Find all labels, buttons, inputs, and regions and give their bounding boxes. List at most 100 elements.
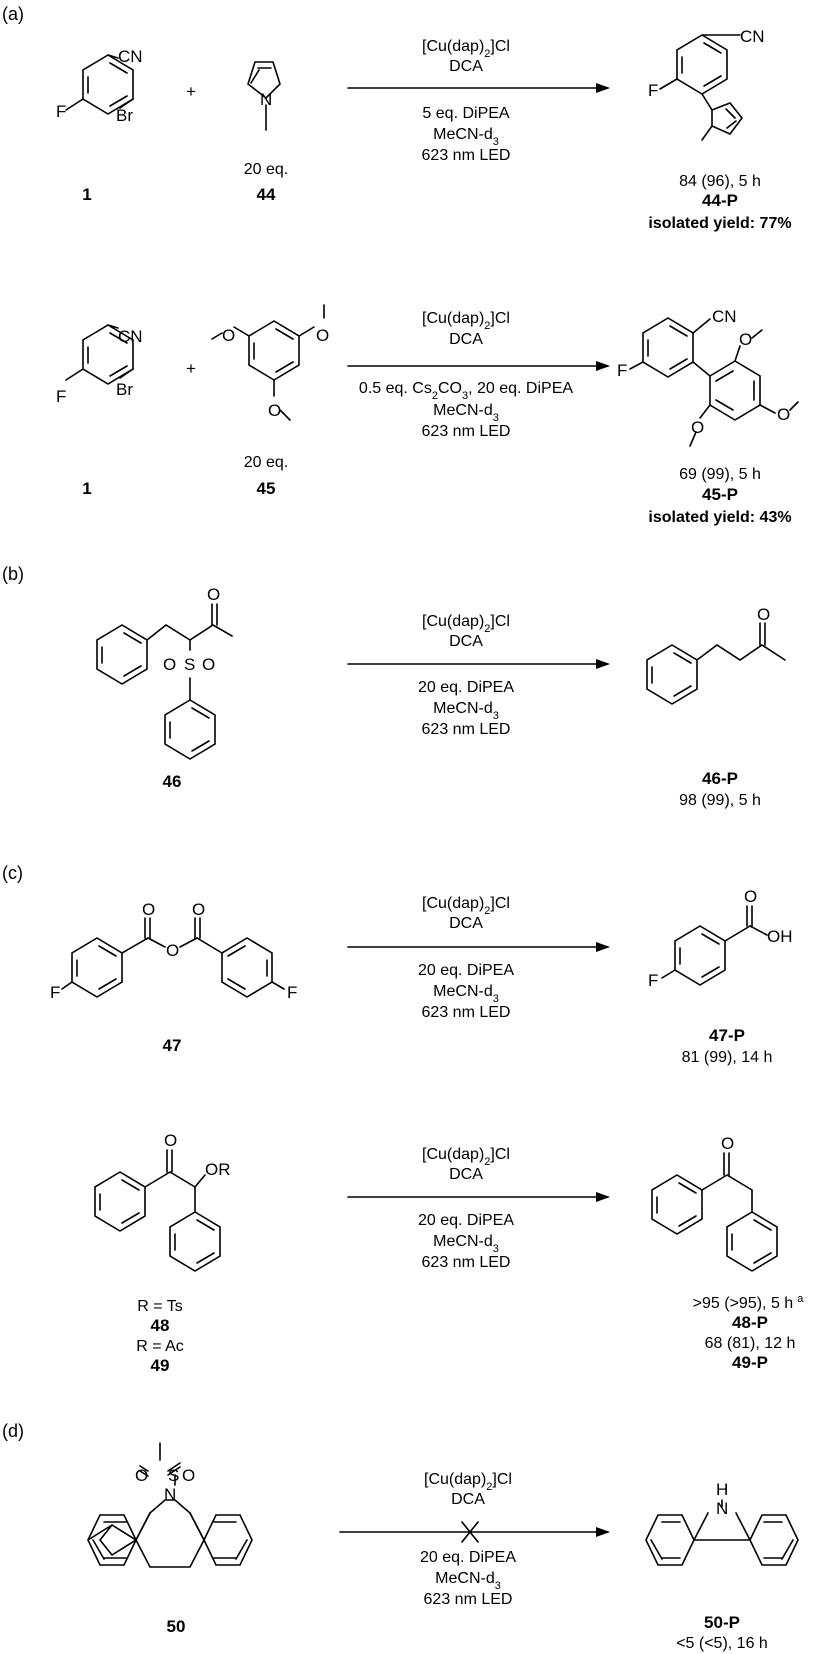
yield-46-P: 98 (99), 5 h xyxy=(679,792,761,809)
atom-f-44p: F xyxy=(648,81,658,100)
section-label-c: (c) xyxy=(2,863,23,883)
atom-o-50b: O xyxy=(182,1466,195,1485)
atom-f-47a: F xyxy=(50,983,60,1002)
atom-or-48: OR xyxy=(205,1160,231,1179)
compound-label-48: 48 xyxy=(151,1316,170,1335)
atom-n-50p: N xyxy=(716,1499,728,1518)
structure-44 xyxy=(247,61,281,131)
structure-48-49 xyxy=(94,1149,221,1272)
structure-1-b xyxy=(65,324,134,385)
compound-label-47-P: 47-P xyxy=(709,1026,745,1045)
atom-o-46b: O xyxy=(163,655,176,674)
structure-45 xyxy=(211,304,325,421)
atom-o-48p: O xyxy=(721,1134,734,1153)
photocatalyst-4: DCA xyxy=(449,915,483,932)
atom-o-46c: O xyxy=(202,655,215,674)
compound-label-44: 44 xyxy=(257,185,276,204)
solvent-4: MeCN-d3 xyxy=(433,983,499,1005)
structure-47-P xyxy=(661,905,768,986)
structure-45-P xyxy=(629,317,799,447)
light-1: 623 nm LED xyxy=(422,147,511,164)
catalyst-6: [Cu(dap)2]Cl xyxy=(424,1471,512,1493)
isolated-yield-44-P: isolated yield: 77% xyxy=(648,215,791,232)
compound-label-45: 45 xyxy=(257,479,276,498)
atom-o-45b: O xyxy=(316,326,329,345)
solvent-1: MeCN-d3 xyxy=(433,126,499,148)
compound-label-46: 46 xyxy=(163,772,182,791)
catalyst-1: [Cu(dap)2]Cl xyxy=(422,38,510,60)
base-2: 0.5 eq. Cs2CO3, 20 eq. DiPEA xyxy=(359,380,573,402)
light-2: 623 nm LED xyxy=(422,423,511,440)
atom-cn-44p: CN xyxy=(740,27,765,46)
atom-cn: CN xyxy=(118,47,143,66)
structure-47 xyxy=(61,917,285,998)
atom-f-2: F xyxy=(56,387,66,406)
isolated-yield-45-P: isolated yield: 43% xyxy=(648,509,791,526)
atom-o-48: O xyxy=(164,1131,177,1150)
base-3: 20 eq. DiPEA xyxy=(418,679,514,696)
structure-44-P xyxy=(659,34,744,141)
photocatalyst-5: DCA xyxy=(449,1166,483,1183)
solvent-2: MeCN-d3 xyxy=(433,402,499,424)
catalyst-3: [Cu(dap)2]Cl xyxy=(422,613,510,635)
atom-o-45p-a: O xyxy=(739,330,752,349)
yield-44-P: 84 (96), 5 h xyxy=(679,173,761,190)
compound-label-50: 50 xyxy=(167,1617,186,1636)
atom-o-45c: O xyxy=(268,401,281,420)
atom-f: F xyxy=(56,102,66,121)
atom-cn-45p: CN xyxy=(712,307,737,326)
yield-50-P: <5 (<5), 16 h xyxy=(676,1635,768,1652)
catalyst-5: [Cu(dap)2]Cl xyxy=(422,1146,510,1168)
solvent-5: MeCN-d3 xyxy=(433,1233,499,1255)
structure-46 xyxy=(96,603,233,760)
structure-1 xyxy=(65,54,134,115)
photocatalyst-3: DCA xyxy=(449,633,483,650)
compound-label-46-P: 46-P xyxy=(702,769,738,788)
atom-o-50a: O xyxy=(135,1466,148,1485)
base-6: 20 eq. DiPEA xyxy=(420,1549,516,1566)
photocatalyst-6: DCA xyxy=(451,1491,485,1508)
compound-label-47: 47 xyxy=(163,1036,182,1055)
photocatalyst-2: DCA xyxy=(449,331,483,348)
atom-n: N xyxy=(260,90,272,109)
compound-label-49: 49 xyxy=(151,1356,170,1375)
light-6: 623 nm LED xyxy=(424,1591,513,1608)
atom-s-50: S xyxy=(168,1466,179,1485)
compound-label-44-P: 44-P xyxy=(702,191,738,210)
atom-o-45p-b: O xyxy=(777,405,790,424)
atom-h-50p: H xyxy=(716,1480,728,1499)
compound-label-1-b: 1 xyxy=(82,479,91,498)
base-1: 5 eq. DiPEA xyxy=(422,105,509,122)
atom-f-47b: F xyxy=(287,983,297,1002)
atom-cn-2: CN xyxy=(118,327,143,346)
yield-47-P: 81 (99), 14 h xyxy=(682,1049,773,1066)
compound-label-49-P: 49-P xyxy=(732,1353,768,1372)
catalyst-2: [Cu(dap)2]Cl xyxy=(422,310,510,332)
plus-sign-2: + xyxy=(186,359,196,378)
no-reaction-cross-icon xyxy=(461,1521,479,1543)
atom-n-50: N xyxy=(164,1485,176,1504)
r-ac: R = Ac xyxy=(136,1338,184,1355)
structure-46-P xyxy=(646,622,786,705)
solvent-6: MeCN-d3 xyxy=(435,1570,501,1592)
solvent-3: MeCN-d3 xyxy=(433,700,499,722)
light-4: 623 nm LED xyxy=(422,1004,511,1021)
compound-label-1: 1 xyxy=(82,185,91,204)
atom-s-46: S xyxy=(184,655,195,674)
yield-45-P: 69 (99), 5 h xyxy=(679,466,761,483)
atom-o-47a: O xyxy=(142,900,155,919)
atom-o-46p: O xyxy=(757,605,770,624)
atom-o-47b: O xyxy=(166,941,179,960)
base-5: 20 eq. DiPEA xyxy=(418,1212,514,1229)
atom-f-45p: F xyxy=(617,361,627,380)
r-ts: R = Ts xyxy=(137,1298,183,1315)
photocatalyst-1: DCA xyxy=(449,58,483,75)
compound-label-45-P: 45-P xyxy=(702,485,738,504)
atom-o-47p: O xyxy=(744,887,757,906)
atom-oh-47p: OH xyxy=(767,927,793,946)
equiv-44: 20 eq. xyxy=(244,161,288,178)
equiv-45: 20 eq. xyxy=(244,454,288,471)
yield-49-P: 68 (81), 12 h xyxy=(705,1335,796,1352)
atom-o-46a: O xyxy=(207,585,220,604)
